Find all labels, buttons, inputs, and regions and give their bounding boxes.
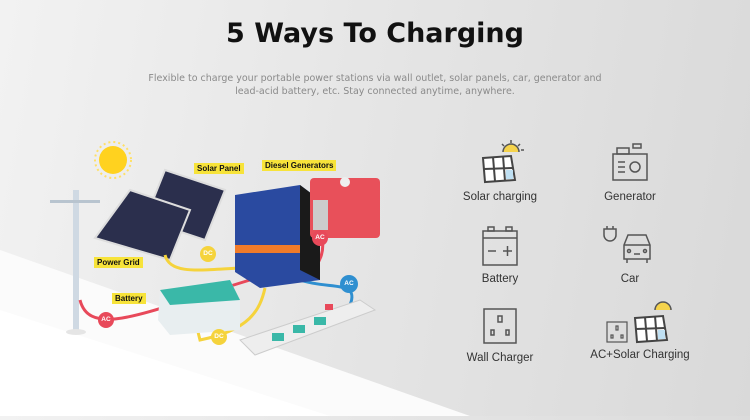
dc-badge: DC xyxy=(211,329,227,345)
method-label: Wall Charger xyxy=(466,352,534,364)
battery-icon xyxy=(482,226,518,266)
inverter xyxy=(235,185,320,288)
wall-socket-icon xyxy=(483,308,517,344)
ac-badge: AC xyxy=(98,312,114,328)
method-label: AC+Solar Charging xyxy=(590,349,690,361)
power-pole xyxy=(50,190,100,335)
dc-badge: DC xyxy=(200,246,216,262)
page-subtitle: Flexible to charge your portable power s… xyxy=(100,72,650,98)
battery-pack xyxy=(158,280,240,335)
method-wall-charger: Wall Charger xyxy=(430,306,570,364)
method-battery: Battery xyxy=(430,225,570,285)
charging-diagram: Solar Panel Diesel Generators Power Grid… xyxy=(0,130,440,416)
power-strip xyxy=(239,299,377,356)
ac-solar-icon xyxy=(606,301,672,344)
solar-panel-icon xyxy=(481,140,524,184)
method-label: Car xyxy=(620,273,640,285)
method-solar-charging: Solar charging xyxy=(430,140,570,203)
page-title: 5 Ways To Charging xyxy=(226,18,524,49)
ac-badge: AC xyxy=(312,230,328,246)
solar-panels xyxy=(93,168,227,262)
subtitle-line-2: lead-acid battery, etc. Stay connected a… xyxy=(235,86,515,97)
car-icon xyxy=(603,226,651,263)
sun-icon xyxy=(94,141,132,179)
method-generator: Generator xyxy=(560,140,700,203)
label-battery: Battery xyxy=(112,293,146,304)
method-label: Solar charging xyxy=(462,191,538,203)
diesel-generator xyxy=(310,177,380,238)
label-solar-panel: Solar Panel xyxy=(194,163,244,174)
subtitle-line-1: Flexible to charge your portable power s… xyxy=(148,73,602,84)
method-label: Generator xyxy=(604,191,656,203)
method-label: Battery xyxy=(481,273,519,285)
label-diesel-generators: Diesel Generators xyxy=(262,160,337,171)
label-power-grid: Power Grid xyxy=(94,257,143,268)
diagram-illustration xyxy=(50,141,380,356)
generator-icon xyxy=(612,143,648,181)
ac-badge: AC xyxy=(340,275,358,293)
method-car: Car xyxy=(560,225,700,285)
method-ac-solar-charging: AC+Solar Charging xyxy=(570,298,710,361)
